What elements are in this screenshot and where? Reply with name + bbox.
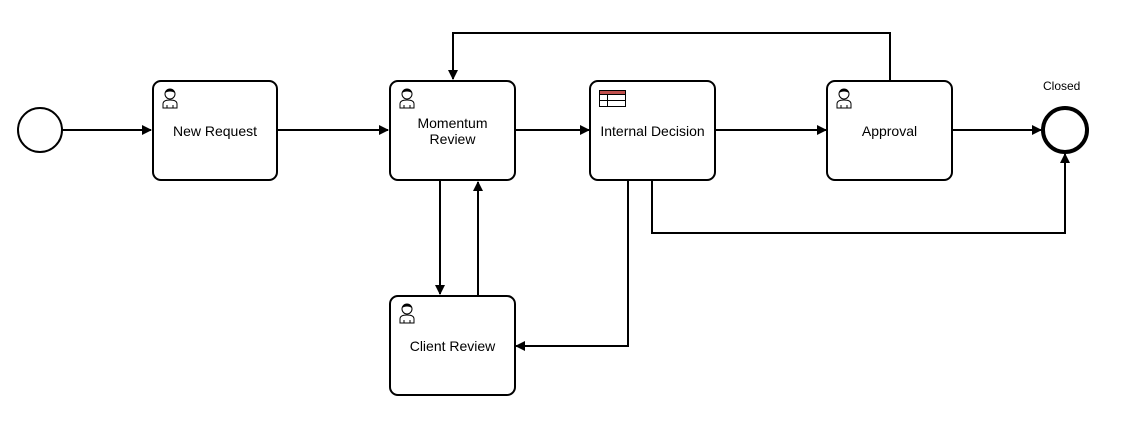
task-new-request[interactable]: New Request [152,80,278,181]
flow-internal-decision-to-client-review[interactable] [515,181,629,351]
task-label: New Request [172,122,258,139]
user-icon [395,302,419,327]
end-event[interactable] [1041,106,1089,154]
user-icon [395,87,419,112]
task-label: Momentum Review [417,114,488,147]
user-icon [832,87,856,112]
task-client-review[interactable]: Client Review [389,295,516,396]
flow-internal-decision-to-closed[interactable] [651,153,1070,234]
flow-approval-to-momentum-review[interactable] [448,32,891,81]
task-label: Approval [861,122,918,139]
user-icon [158,87,182,112]
task-internal-decision[interactable]: Internal Decision [589,80,716,181]
business-rule-icon [599,90,627,111]
task-approval[interactable]: Approval [826,80,953,181]
task-label: Client Review [409,337,496,354]
start-event[interactable] [17,107,63,153]
task-label: Internal Decision [600,122,705,139]
task-momentum-review[interactable]: Momentum Review [389,80,516,181]
end-event-label: Closed [1043,79,1081,93]
